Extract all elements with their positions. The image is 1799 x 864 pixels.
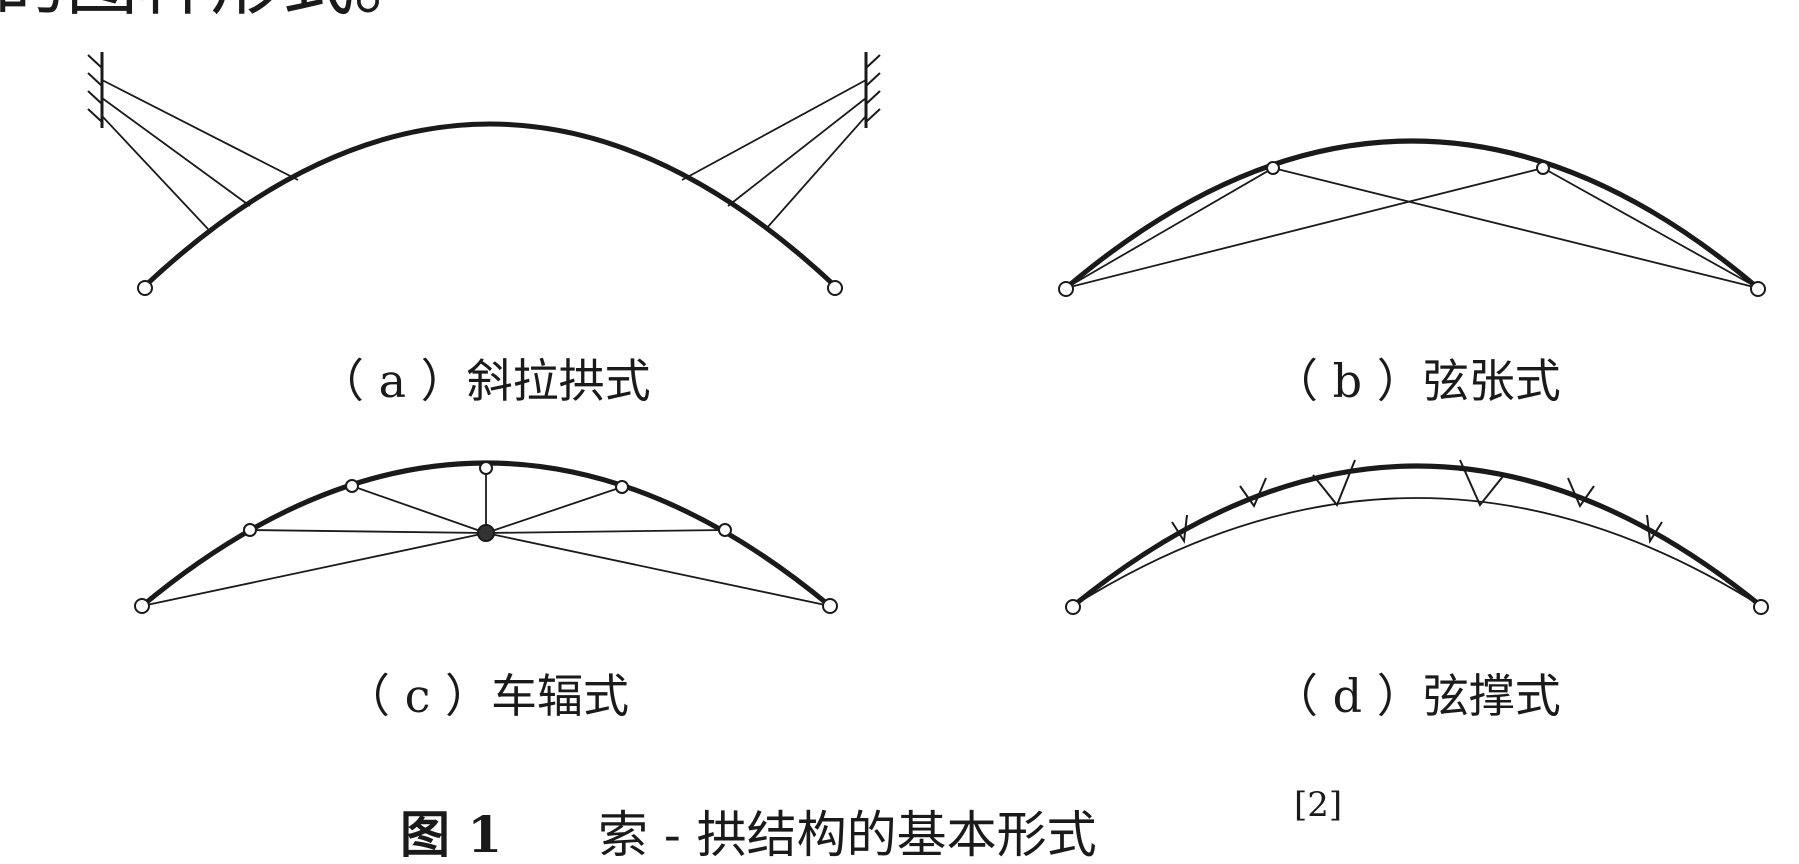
panel-c-caption: （ c ）车辐式 xyxy=(344,669,629,723)
figure-title-text: 索 - 拱结构的基本形式 xyxy=(598,806,1097,864)
spoke-cables xyxy=(141,468,831,607)
arch-rib xyxy=(1070,463,1764,609)
cable-joint xyxy=(1536,161,1550,175)
left-pin-support xyxy=(1065,599,1081,615)
tension-cables xyxy=(1065,167,1759,289)
central-hub xyxy=(477,524,495,542)
left-fixed-support xyxy=(87,52,104,128)
panel-a-diagram xyxy=(87,52,881,296)
left-pin-support xyxy=(137,280,153,296)
figure-title: 图 1 索 - 拱结构的基本形式 [2] xyxy=(400,785,1342,864)
right-pin-support xyxy=(822,598,838,614)
right-pin-support xyxy=(827,280,843,296)
v-struts xyxy=(1171,459,1663,544)
left-pin-support xyxy=(134,598,150,614)
spoke-joint xyxy=(479,461,493,475)
right-pin-support xyxy=(1750,281,1766,297)
cable-joint xyxy=(1266,161,1280,175)
right-pin-support xyxy=(1753,599,1769,615)
left-pin-support xyxy=(1058,281,1074,297)
stay-cables xyxy=(101,79,867,230)
spoke-joint xyxy=(243,523,257,537)
figure-reference: [2] xyxy=(1294,785,1342,825)
lower-chord-cable xyxy=(1072,497,1762,607)
figure-label: 图 1 xyxy=(400,805,502,864)
panel-b-caption: （ b ）弦张式 xyxy=(1272,354,1561,408)
arch-rib xyxy=(1063,138,1761,291)
panel-b-diagram xyxy=(1058,138,1766,297)
panel-d-caption: （ d ）弦撑式 xyxy=(1272,669,1561,723)
panel-a-caption: （ a ）斜拉拱式 xyxy=(318,354,651,408)
arch-rib xyxy=(142,121,838,289)
panel-d-diagram xyxy=(1065,459,1769,615)
header-fragment: 的图种形式。 xyxy=(0,0,426,25)
spoke-joint xyxy=(345,479,359,493)
panel-c-diagram xyxy=(134,460,838,614)
spoke-joint xyxy=(718,523,732,537)
right-fixed-support xyxy=(864,52,881,128)
spoke-joint xyxy=(615,480,629,494)
